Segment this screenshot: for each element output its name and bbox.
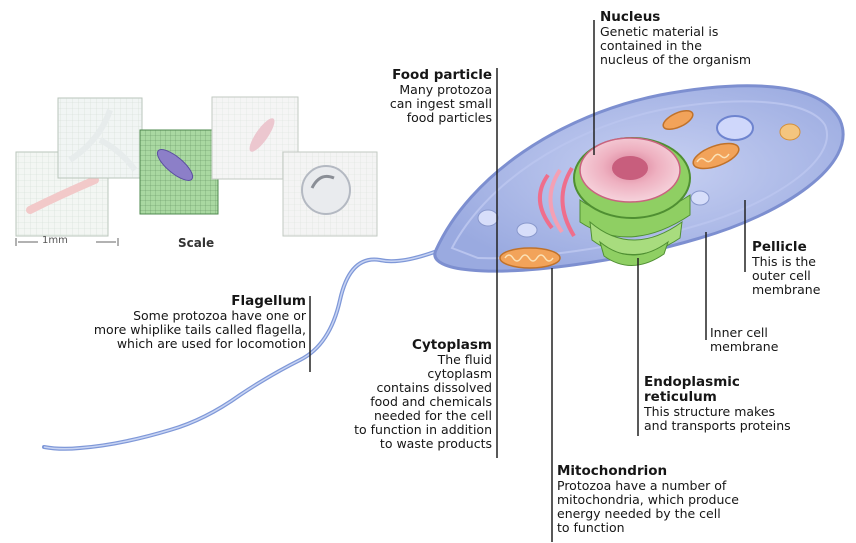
contractile-vacuole (717, 116, 753, 140)
inner-membrane-desc: Inner cell membrane (710, 326, 820, 354)
flagellum-desc: Some protozoa have one or more whiplike … (8, 309, 306, 351)
nucleus-title: Nucleus (600, 10, 840, 25)
scale-caption: Scale (178, 236, 214, 250)
label-mitochondrion: Mitochondrion Protozoa have a number of … (557, 464, 817, 535)
food-vacuole (478, 210, 498, 226)
label-pellicle: Pellicle This is the outer cell membrane (752, 240, 852, 297)
label-flagellum: Flagellum Some protozoa have one or more… (8, 294, 306, 351)
scale-bar-label: 1mm (42, 235, 68, 246)
nucleus-shape (574, 138, 690, 218)
label-endoplasmic-reticulum: Endoplasmic reticulum This structure mak… (644, 375, 850, 433)
flagellum-title: Flagellum (8, 294, 306, 309)
food-particle-title: Food particle (340, 68, 492, 83)
cytoplasm-title: Cytoplasm (300, 338, 492, 353)
label-inner-cell-membrane: Inner cell membrane (710, 326, 820, 354)
label-food-particle: Food particle Many protozoa can ingest s… (340, 68, 492, 125)
food-particle-desc: Many protozoa can ingest small food part… (340, 83, 492, 125)
er-title: Endoplasmic reticulum (644, 375, 850, 405)
pellicle-desc: This is the outer cell membrane (752, 255, 852, 297)
er-desc: This structure makes and transports prot… (644, 405, 850, 433)
cytoplasm-desc: The fluid cytoplasm contains dissolved f… (300, 353, 492, 451)
label-nucleus: Nucleus Genetic material is contained in… (600, 10, 840, 67)
label-cytoplasm: Cytoplasm The fluid cytoplasm contains d… (300, 338, 492, 451)
pellicle-title: Pellicle (752, 240, 852, 255)
scale-inset (16, 97, 377, 246)
mitochondrion-title: Mitochondrion (557, 464, 817, 479)
nucleus-desc: Genetic material is contained in the nuc… (600, 25, 840, 67)
mitochondrion-desc: Protozoa have a number of mitochondria, … (557, 479, 817, 535)
